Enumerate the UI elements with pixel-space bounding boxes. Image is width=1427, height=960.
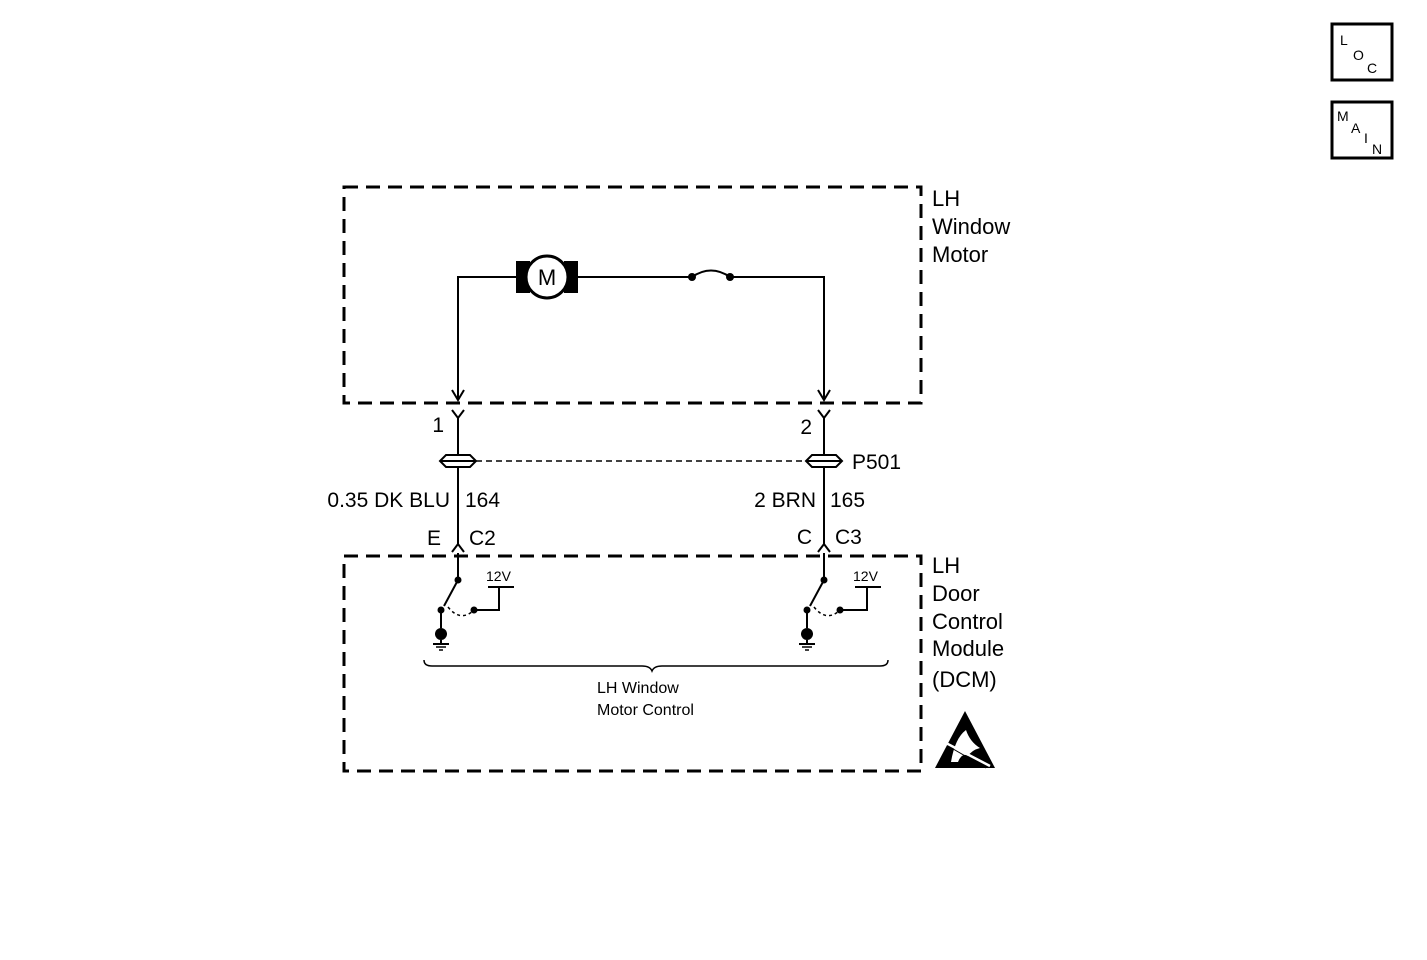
motor-internal-circuit <box>451 269 831 402</box>
harness-connector-p501 <box>438 454 844 468</box>
main-letter-1: M <box>1337 108 1349 124</box>
left-relay-switch <box>433 576 514 651</box>
function-brace <box>423 659 889 674</box>
right-supply-voltage-label: 12V <box>853 568 879 584</box>
ground-icon <box>433 628 449 651</box>
main-letter-4: N <box>1372 141 1382 157</box>
svg-text:Module: Module <box>932 636 1004 661</box>
main-letter-3: I <box>1364 130 1368 146</box>
module-connector-pin-c <box>817 542 831 553</box>
loc-button[interactable]: L O C <box>1330 22 1394 82</box>
svg-text:Door: Door <box>932 581 980 606</box>
esd-sensitive-warning-icon <box>935 711 995 769</box>
right-wire-color-label: 2 BRN <box>754 489 816 512</box>
left-module-connector-label: C2 <box>469 527 496 550</box>
loc-letter-3: C <box>1367 60 1377 76</box>
loc-letter-2: O <box>1353 47 1364 63</box>
ground-icon <box>799 628 815 651</box>
svg-text:LH: LH <box>932 186 960 211</box>
svg-text:Motor Control: Motor Control <box>597 702 694 719</box>
left-circuit <box>451 409 465 580</box>
motor-symbol-letter: M <box>538 265 556 290</box>
circuit-breaker-symbol <box>691 269 731 278</box>
module-boundary <box>342 554 923 773</box>
motor-connector-pin-2 <box>817 409 831 420</box>
left-circuit-number-label: 164 <box>465 489 500 512</box>
motor-symbol: M <box>516 254 578 300</box>
function-label: LH Window Motor Control <box>597 680 694 719</box>
right-module-connector-label: C3 <box>835 526 862 549</box>
right-motor-pin-label: 2 <box>800 416 812 439</box>
left-wire-color-label: 0.35 DK BLU <box>327 489 450 512</box>
left-supply-voltage-label: 12V <box>486 568 512 584</box>
svg-text:LH: LH <box>932 553 960 578</box>
left-motor-pin-label: 1 <box>432 414 444 437</box>
svg-text:Control: Control <box>932 609 1003 634</box>
motor-name-label: LH Window Motor <box>932 186 1010 267</box>
svg-text:Motor: Motor <box>932 242 988 267</box>
main-letter-2: A <box>1351 120 1361 136</box>
right-relay-switch <box>799 576 881 651</box>
right-module-pin-label: C <box>797 526 812 549</box>
loc-letter-1: L <box>1340 32 1348 48</box>
harness-connector-label: P501 <box>852 451 901 474</box>
svg-text:LH Window: LH Window <box>597 680 679 697</box>
svg-text:Window: Window <box>932 214 1010 239</box>
module-name-label: LH Door Control Module (DCM) <box>932 553 1004 692</box>
svg-text:(DCM): (DCM) <box>932 667 997 692</box>
left-module-pin-label: E <box>427 527 441 550</box>
right-circuit <box>817 409 831 580</box>
main-button[interactable]: M A I N <box>1330 100 1394 160</box>
module-connector-pin-e <box>451 542 465 553</box>
right-circuit-number-label: 165 <box>830 489 865 512</box>
motor-connector-pin-1 <box>451 409 465 420</box>
motor-boundary <box>342 185 923 405</box>
